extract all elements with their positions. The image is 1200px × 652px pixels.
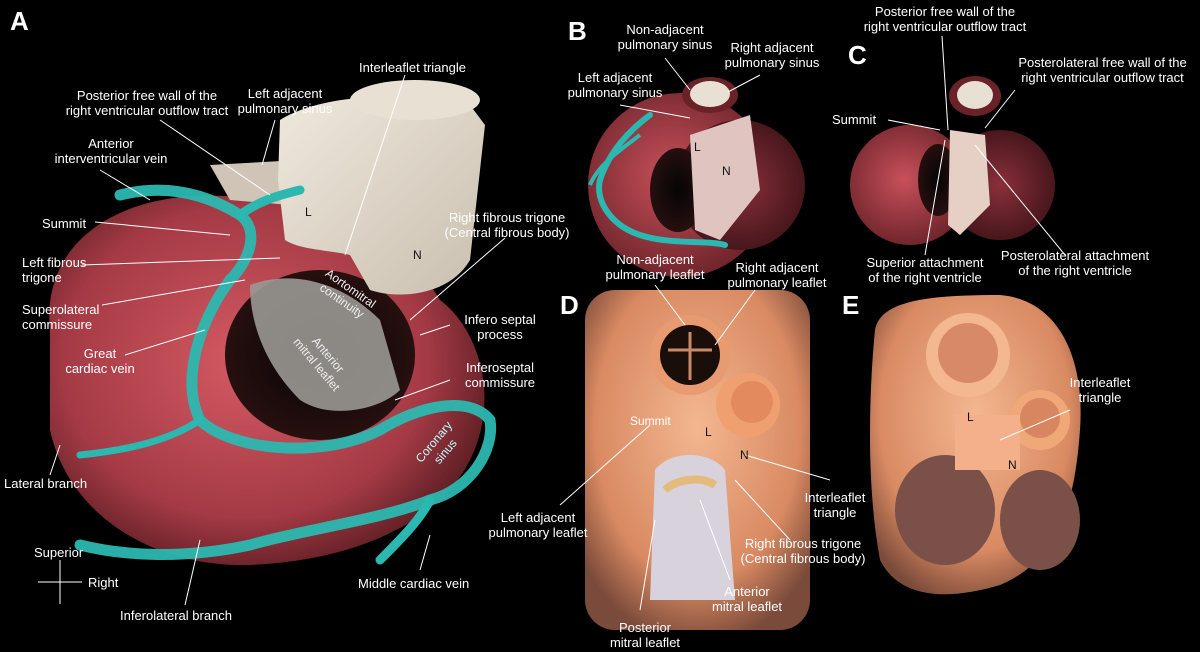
- label-d-summit: Summit: [630, 414, 671, 428]
- panel-b-illustration: [588, 77, 805, 277]
- label-c-summit: Summit: [832, 112, 877, 127]
- panel-letter-e: E: [842, 290, 860, 320]
- label-a-inferolateral-branch: Inferolateral branch: [120, 608, 233, 623]
- label-d-L: L: [705, 425, 712, 439]
- label-a-right: Right: [88, 575, 119, 590]
- panel-a-illustration: [49, 80, 497, 566]
- panel-letter-d: D: [560, 290, 579, 320]
- panel-c-illustration: [850, 76, 1055, 245]
- leader-lines: [38, 35, 1071, 611]
- label-d-right-fibrous-trigone: Right fibrous trigone(Central fibrous bo…: [740, 536, 866, 566]
- label-e-N: N: [1008, 458, 1017, 472]
- label-d-N: N: [740, 448, 749, 462]
- panel-letter-b: B: [568, 16, 587, 46]
- panel-letter-a: A: [10, 6, 29, 36]
- label-b-L: L: [694, 140, 701, 154]
- label-b-N: N: [722, 164, 731, 178]
- label-a-N: N: [413, 248, 422, 262]
- panel-d-illustration: [585, 290, 810, 630]
- label-a-interleaflet-triangle: Interleaflet triangle: [359, 60, 466, 75]
- label-a-right-fibrous-trigone: Right fibrous trigone(Central fibrous bo…: [444, 210, 570, 240]
- panel-e-illustration: [870, 295, 1081, 595]
- label-a-L: L: [305, 205, 312, 219]
- label-a-superior: Superior: [34, 545, 84, 560]
- label-e-L: L: [967, 410, 974, 424]
- label-a-summit: Summit: [42, 216, 87, 231]
- label-a-lateral-branch: Lateral branch: [4, 476, 88, 491]
- label-a-middle-cardiac-vein: Middle cardiac vein: [358, 576, 470, 591]
- panel-letter-c: C: [848, 40, 867, 70]
